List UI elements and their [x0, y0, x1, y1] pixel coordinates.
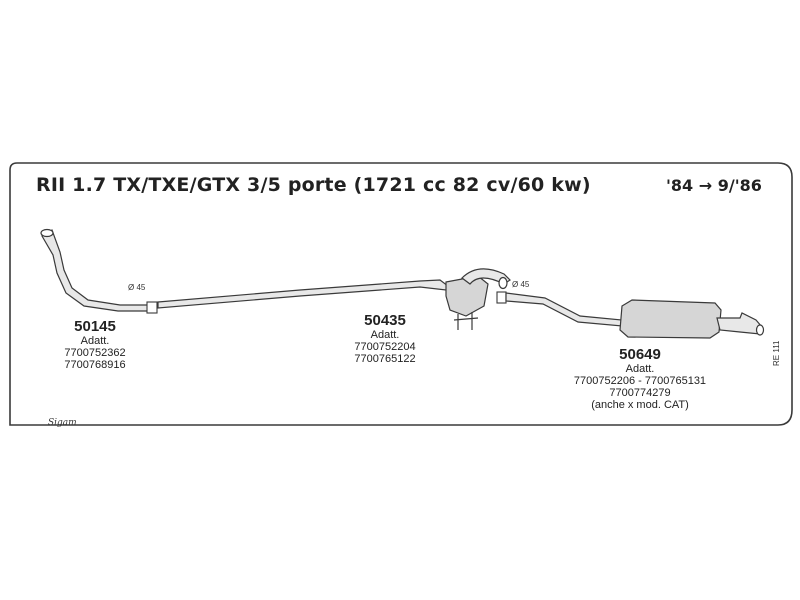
year-range: '84 → 9/'86: [666, 176, 762, 195]
brand-logo: Sigam: [48, 418, 77, 428]
part-50145: 50145 Adatt. 7700752362 7700768916: [40, 318, 150, 371]
part-ref: 7700774279: [609, 387, 671, 399]
part-ref: 7700752204: [354, 341, 416, 353]
part-ref: 7700752362: [64, 347, 126, 359]
part-label: Adatt.: [370, 329, 400, 341]
clamp-1: [146, 301, 158, 314]
part-ref: 7700765122: [354, 353, 416, 365]
part-number: 50145: [74, 318, 116, 335]
part-ref: 7700752206 - 7700765131: [573, 375, 707, 387]
part-number: 50649: [619, 346, 661, 363]
rear-pipe-50649: [505, 292, 765, 339]
clamp-2: [496, 291, 507, 304]
part-label: Adatt.: [80, 335, 110, 347]
part-50435: 50435 Adatt. 7700752204 7700765122: [330, 312, 440, 365]
intermediate-pipe-50435: [157, 268, 511, 330]
page-title: RII 1.7 TX/TXE/GTX 3/5 porte (1721 cc 82…: [36, 174, 591, 196]
part-ref: 7700768916: [64, 359, 126, 371]
front-pipe-50145: [40, 228, 149, 312]
part-ref: (anche x mod. CAT): [591, 399, 689, 411]
diagram-code: RE 111: [772, 340, 781, 367]
part-50649: 50649 Adatt. 7700752206 - 7700765131 770…: [550, 346, 730, 411]
frame-border: [9, 162, 793, 426]
diameter-label-1: Ø 45: [128, 283, 146, 292]
part-label: Adatt.: [625, 363, 655, 375]
diameter-label-2: Ø 45: [512, 280, 530, 289]
part-number: 50435: [364, 312, 406, 329]
